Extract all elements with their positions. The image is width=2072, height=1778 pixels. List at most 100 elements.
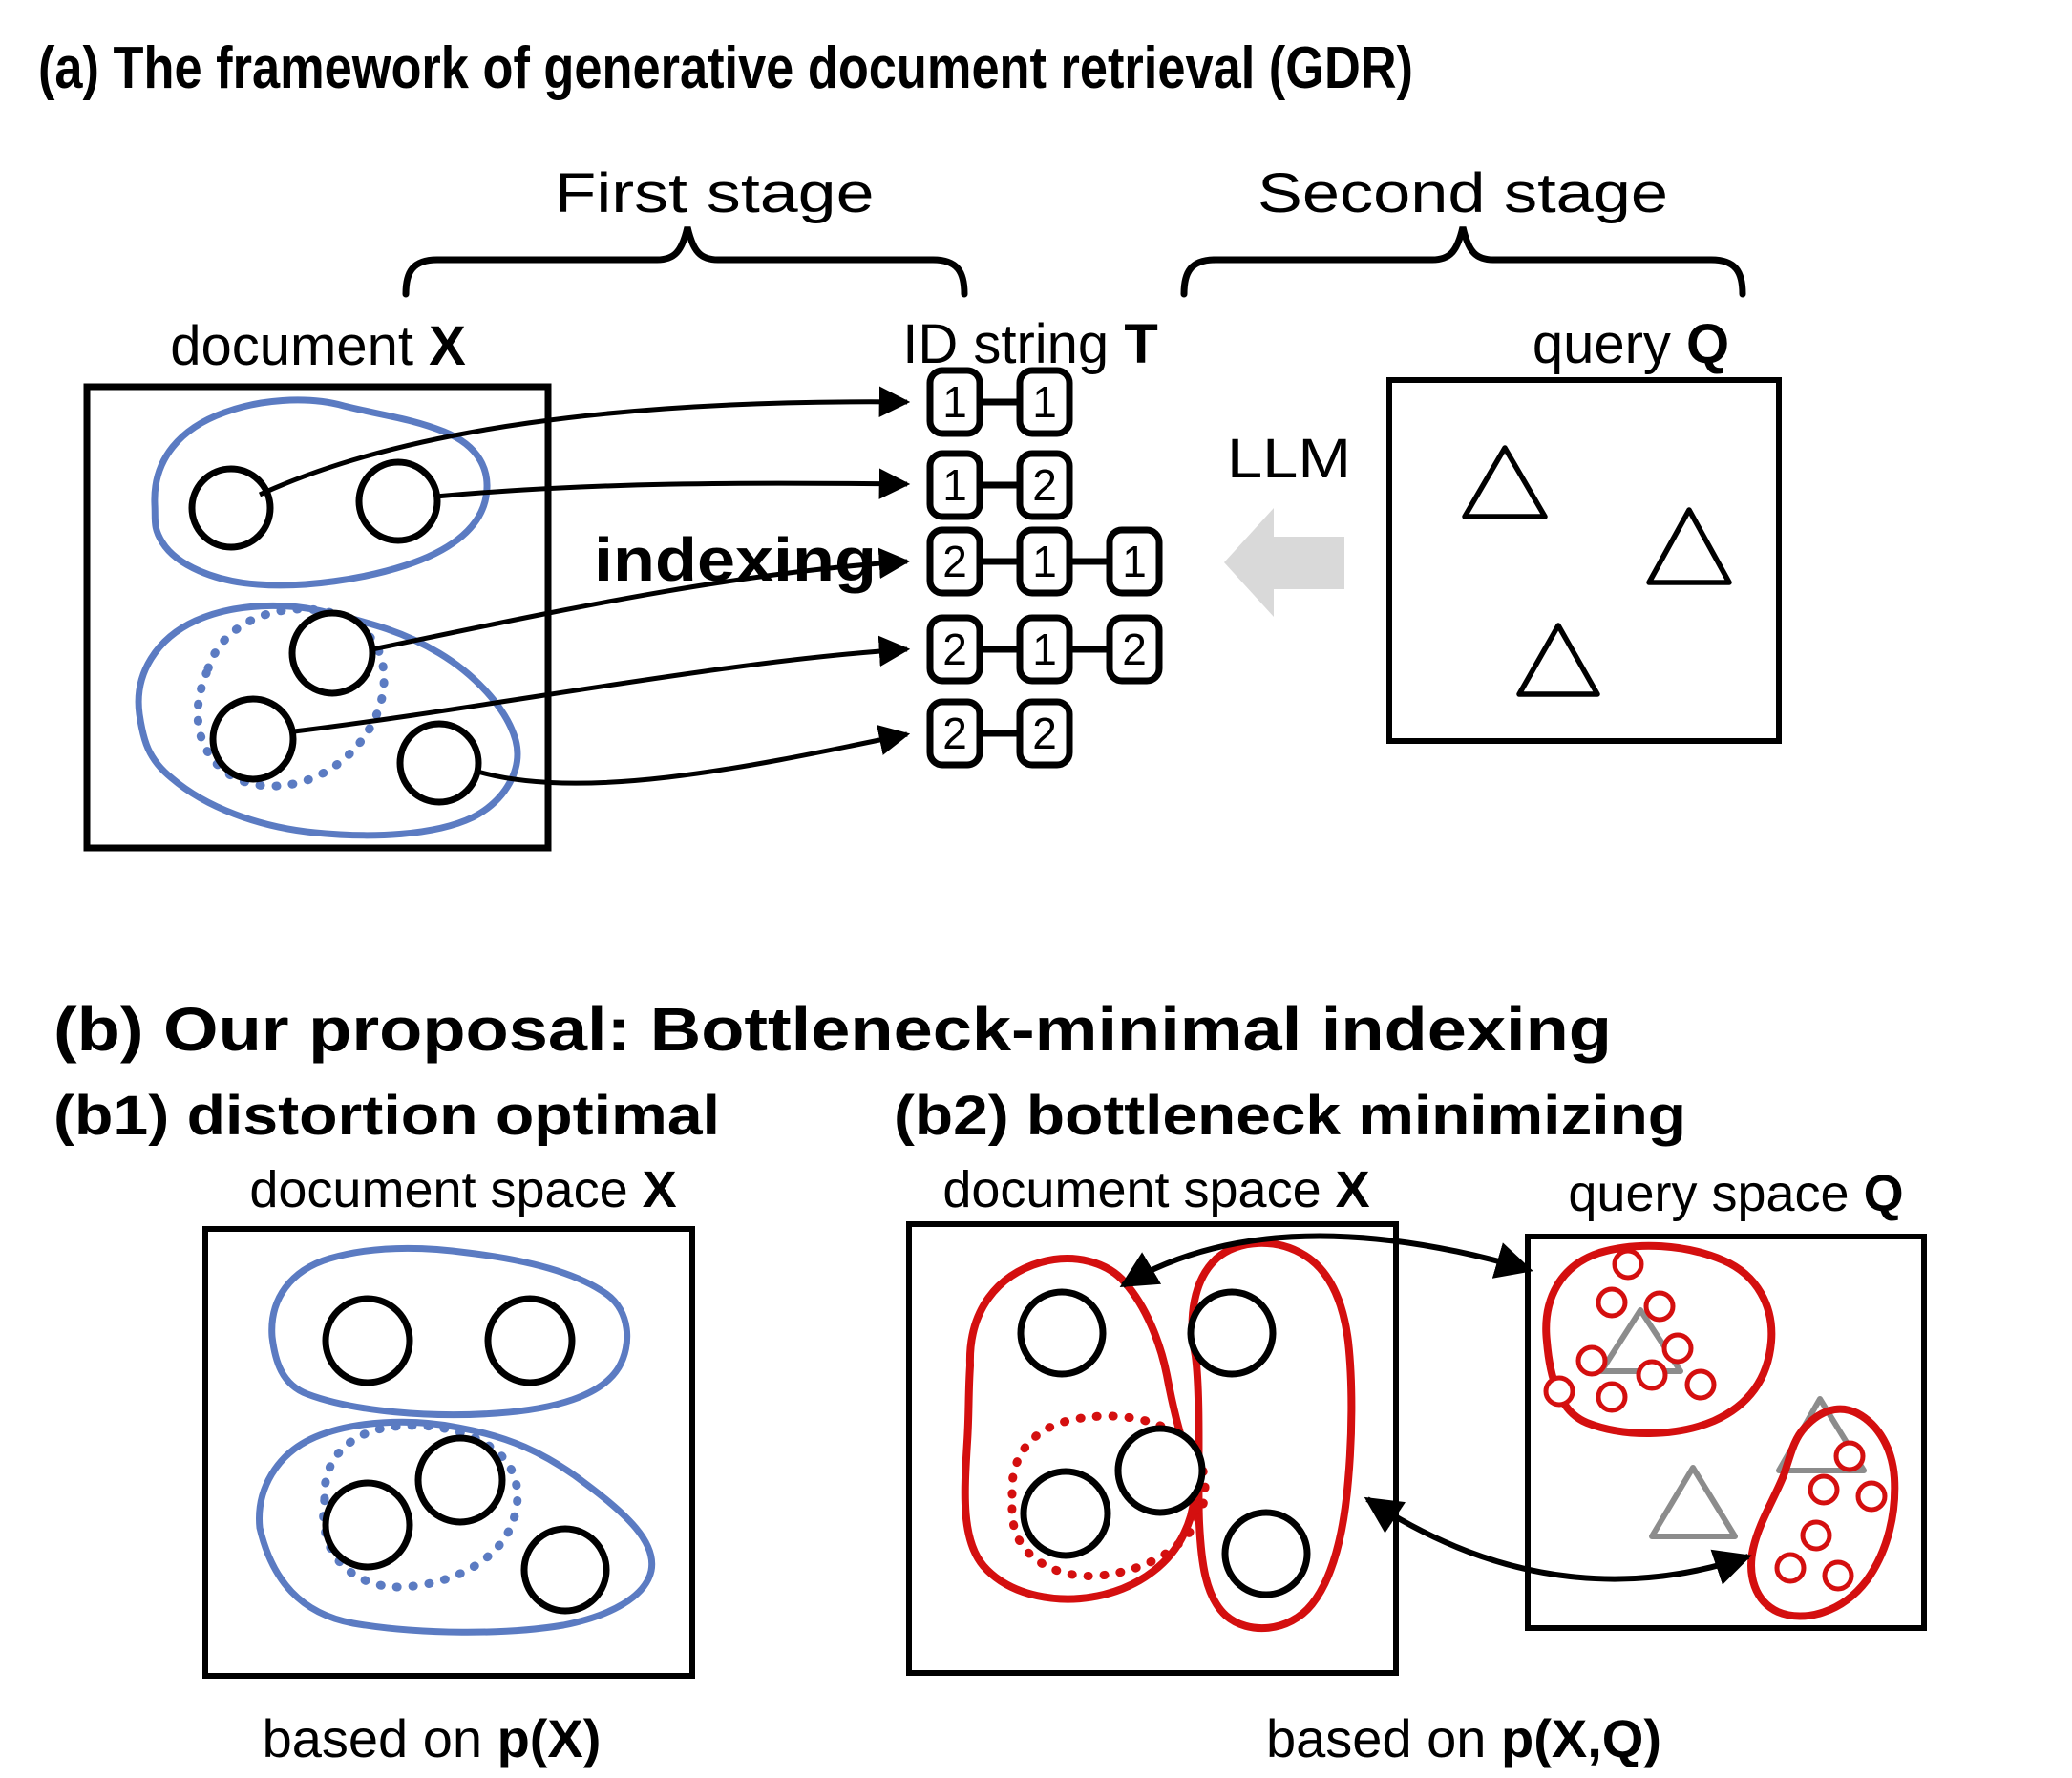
query-sample-point bbox=[1575, 1344, 1608, 1377]
id-token-box bbox=[1016, 526, 1073, 597]
first-stage-label: First stage bbox=[555, 162, 875, 224]
id-token-box bbox=[1106, 614, 1163, 685]
b2-document-space-box bbox=[906, 1221, 1399, 1676]
first-stage-brace bbox=[402, 226, 968, 298]
indexing-arrow-3 bbox=[371, 547, 911, 652]
b2-query-samples-cluster-1 bbox=[1543, 1248, 1717, 1413]
id-token-digit: 1 bbox=[942, 460, 967, 510]
b2-query-space-label: query space Q bbox=[1568, 1165, 1903, 1222]
b2-query-samples-cluster-2 bbox=[1774, 1440, 1888, 1592]
document-point-3 bbox=[288, 609, 376, 697]
id-token-digit: 1 bbox=[1122, 537, 1147, 586]
second-stage-label: Second stage bbox=[1258, 162, 1668, 224]
b2-query-space-label-symbol: Q bbox=[1864, 1165, 1904, 1222]
b2-document-point-2 bbox=[1187, 1288, 1277, 1378]
b1-document-point-2 bbox=[484, 1295, 576, 1386]
query-sample-point bbox=[1596, 1286, 1628, 1319]
query-sample-point bbox=[1774, 1552, 1807, 1584]
document-x-box bbox=[83, 383, 552, 852]
query-triangle-1 bbox=[1462, 445, 1548, 519]
id-token-digit: 1 bbox=[1032, 537, 1057, 586]
b1-clusters bbox=[256, 1244, 656, 1636]
b1-blue-cluster-1 bbox=[268, 1244, 631, 1419]
section-a: (a) The framework of generative document… bbox=[38, 35, 1782, 852]
id-token-digit: 2 bbox=[1032, 460, 1057, 510]
query-q-box bbox=[1386, 377, 1782, 744]
query-sample-point bbox=[1643, 1290, 1676, 1323]
b2-document-clusters bbox=[961, 1238, 1356, 1633]
b2-document-point-4 bbox=[1020, 1468, 1111, 1559]
id-token-box bbox=[926, 698, 983, 769]
query-triangle-2 bbox=[1646, 507, 1732, 585]
document-point-1 bbox=[188, 465, 274, 551]
id-string-t-label: ID string T bbox=[902, 313, 1158, 375]
id-token-box bbox=[1016, 614, 1073, 685]
id-token-digit: 2 bbox=[1032, 709, 1057, 758]
id-token-digit: 2 bbox=[942, 624, 967, 674]
query-sample-point bbox=[1808, 1473, 1840, 1506]
section-b-title: (b) Our proposal: Bottleneck-minimal ind… bbox=[53, 995, 1612, 1064]
indexing-arrows bbox=[258, 386, 911, 786]
query-sample-point bbox=[1800, 1519, 1832, 1552]
id-token-digit: 2 bbox=[942, 709, 967, 758]
id-token-box bbox=[1016, 367, 1073, 437]
blue-cluster-2 bbox=[135, 602, 521, 839]
query-sample-point bbox=[1596, 1381, 1628, 1413]
b2-document-point-1 bbox=[1017, 1288, 1107, 1378]
id-token-digit: 2 bbox=[1122, 624, 1147, 674]
blue-dotted-subcluster bbox=[193, 604, 389, 791]
b1-caption-prefix: based on bbox=[263, 1708, 497, 1768]
b2-caption-prefix: based on bbox=[1266, 1708, 1501, 1768]
document-point-5 bbox=[396, 720, 482, 806]
b2-document-point-5 bbox=[1221, 1509, 1311, 1598]
query-sample-point bbox=[1684, 1368, 1717, 1401]
section-a-title: (a) The framework of generative document… bbox=[38, 35, 1413, 101]
b2-document-space-label-symbol: X bbox=[1336, 1161, 1370, 1218]
document-x-label-symbol: X bbox=[429, 315, 466, 377]
query-sample-point bbox=[1661, 1332, 1694, 1365]
b1-document-point-1 bbox=[322, 1295, 413, 1386]
id-token-box bbox=[1106, 526, 1163, 597]
b2-query-space-box bbox=[1525, 1234, 1927, 1631]
llm-direction-arrow-icon bbox=[1224, 508, 1344, 617]
b2-document-space-label-prefix: document space bbox=[942, 1161, 1335, 1218]
b2-query-space-label-prefix: query space bbox=[1568, 1165, 1863, 1222]
document-point-4 bbox=[209, 695, 297, 783]
b2-caption-formula: p(X,Q) bbox=[1501, 1708, 1661, 1768]
b2-mapping-arrow-bottom bbox=[1364, 1496, 1752, 1585]
query-q-label-prefix: query bbox=[1533, 313, 1686, 375]
b1-document-point-4 bbox=[322, 1479, 413, 1571]
indexing-arrow-2 bbox=[434, 468, 911, 499]
id-token-digit: 1 bbox=[1032, 624, 1057, 674]
indexing-arrow-5 bbox=[474, 725, 911, 786]
blue-cluster-1 bbox=[151, 396, 491, 589]
indexing-label: indexing bbox=[594, 525, 877, 594]
b2-document-point-3 bbox=[1114, 1425, 1206, 1516]
id-token-box bbox=[926, 367, 983, 437]
indexing-arrow-4 bbox=[293, 635, 911, 734]
b2-red-query-cluster-1 bbox=[1542, 1241, 1776, 1437]
b1-heading: (b1) distortion optimal bbox=[53, 1085, 720, 1147]
b1-document-space-label-symbol: X bbox=[643, 1161, 677, 1218]
query-sample-point bbox=[1612, 1248, 1644, 1281]
b1-document-point-5 bbox=[520, 1525, 610, 1615]
id-token-box bbox=[1016, 450, 1073, 520]
query-q-label-symbol: Q bbox=[1686, 313, 1729, 375]
b1-caption-formula: p(X) bbox=[497, 1708, 602, 1768]
id-string-rows: 1 1 1 2 2 1 1 2 1 2 bbox=[926, 367, 1163, 769]
b1-document-space-box bbox=[202, 1226, 695, 1679]
b1-document-point-3 bbox=[414, 1434, 506, 1526]
b2-query-triangle-3 bbox=[1649, 1465, 1738, 1539]
query-triangle-3 bbox=[1516, 623, 1600, 697]
section-b: (b) Our proposal: Bottleneck-minimal ind… bbox=[53, 995, 1927, 1768]
query-sample-point bbox=[1855, 1480, 1888, 1513]
document-point-2 bbox=[355, 458, 441, 544]
id-token-box bbox=[926, 526, 983, 597]
b1-caption: based on p(X) bbox=[263, 1708, 602, 1768]
id-string-t-label-prefix: ID string bbox=[902, 313, 1124, 375]
query-points bbox=[1462, 445, 1732, 697]
query-sample-point bbox=[1833, 1440, 1866, 1472]
id-string-t-label-symbol: T bbox=[1124, 313, 1157, 375]
